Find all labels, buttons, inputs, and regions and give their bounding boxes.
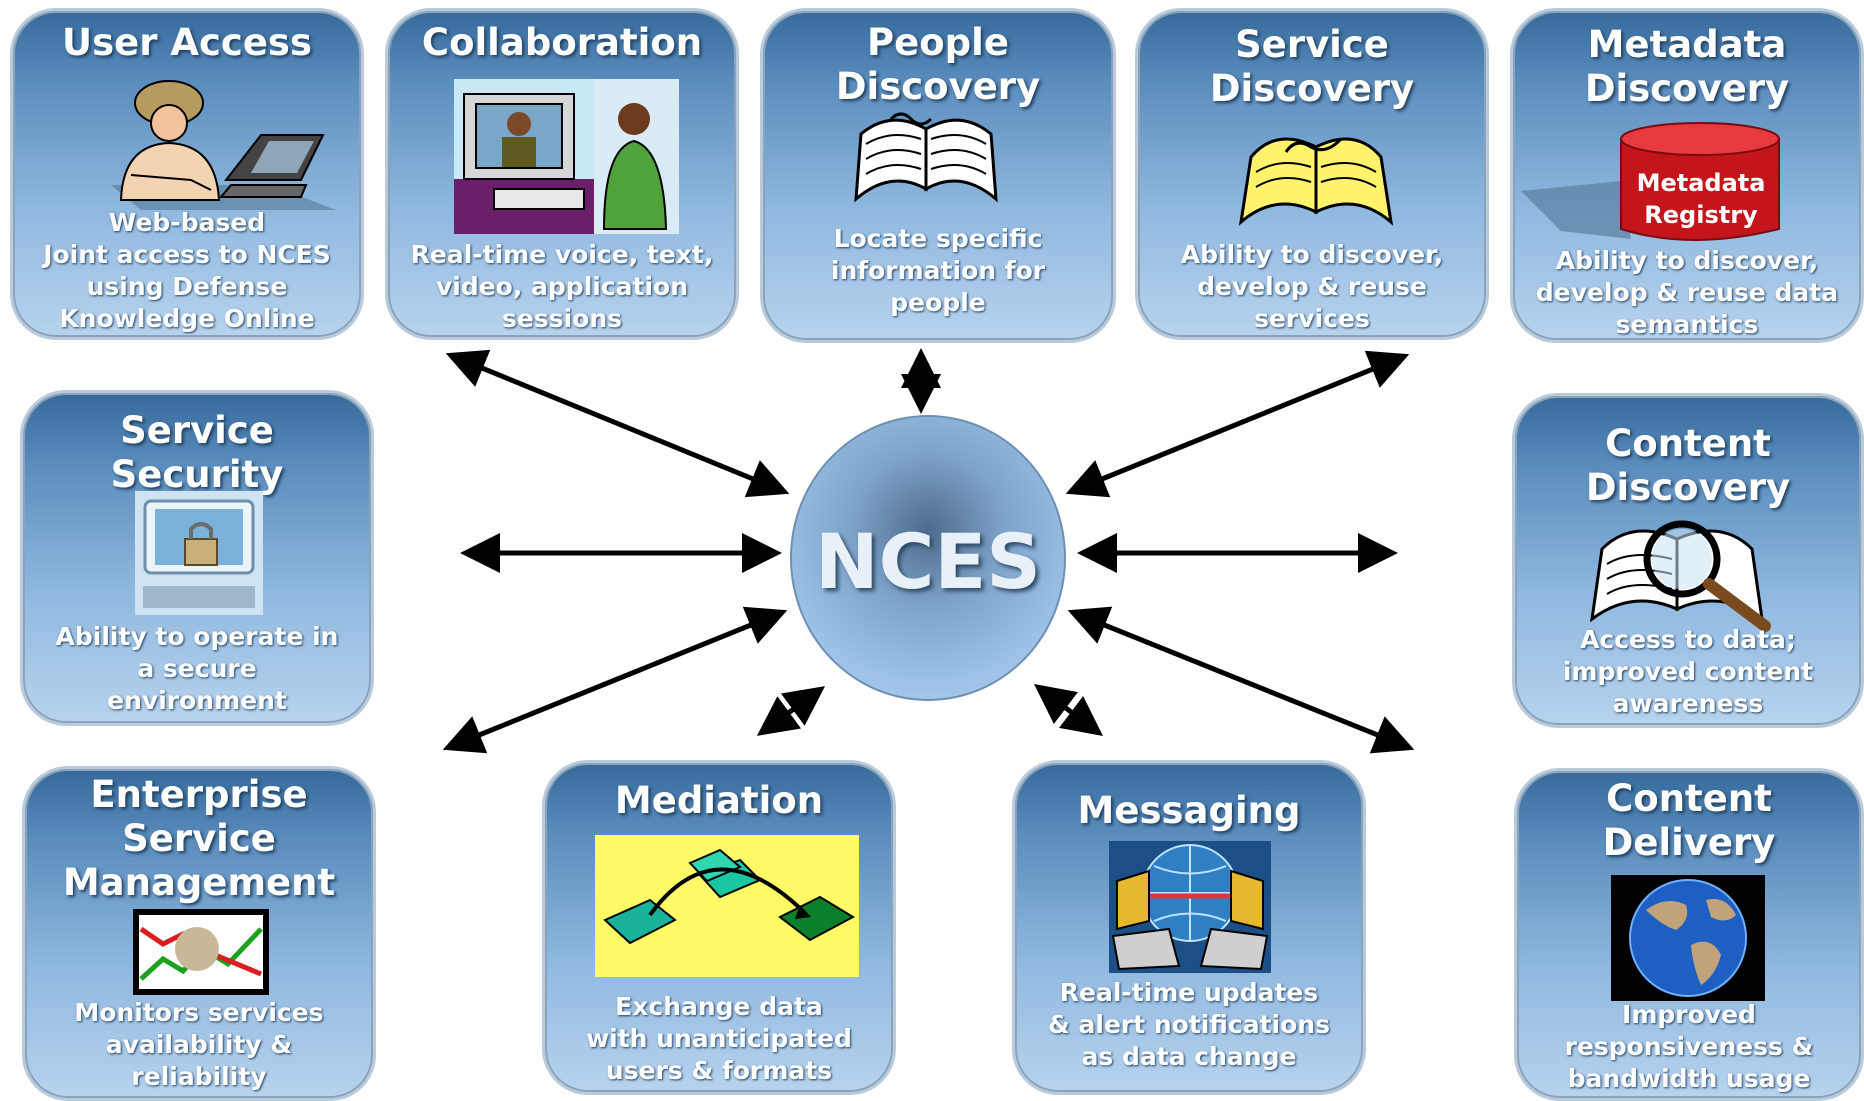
box-title: Collaboration [421, 21, 703, 64]
globe-icon [1611, 875, 1765, 1001]
box-title: Content Discovery [1585, 422, 1791, 509]
box-title: Messaging [1077, 789, 1301, 832]
nces-hub [790, 415, 1066, 701]
box-collaboration: Collaboration Real-time voice, text, vid… [385, 8, 739, 340]
yellow-book-icon [1238, 137, 1394, 226]
soldier-laptop-icon [111, 80, 336, 210]
database-cylinder-icon [1521, 122, 1780, 241]
box-title: Service Security [110, 409, 284, 496]
box-description: Ability to discover, develop & reuse dat… [1535, 246, 1839, 339]
box-description: Monitors services availability & reliabi… [74, 998, 324, 1091]
box-content-delivery: Content Delivery Improved responsiveness… [1514, 768, 1864, 1101]
box-description: Ability to operate in a secure environme… [55, 622, 339, 715]
arrow-service-discovery [1065, 350, 1410, 498]
cylinder-label: Metadata Registry [1636, 169, 1766, 229]
magnifier-book-icon [1590, 520, 1771, 632]
arrow-esm [442, 606, 788, 754]
box-mediation: Mediation Exchange data with unanticipat… [542, 760, 896, 1095]
box-title: Enterprise Service Management [62, 773, 336, 904]
box-title: Metadata Discovery [1584, 23, 1790, 110]
network-computers-icon [1109, 841, 1271, 973]
video-conference-icon [454, 79, 679, 234]
box-title: People Discovery [835, 21, 1041, 108]
monitor-chart-icon [133, 909, 269, 995]
box-description: Access to data; improved content awarene… [1562, 625, 1814, 718]
data-exchange-icon [595, 835, 859, 977]
box-description: Real-time voice, text, video, applicatio… [410, 240, 714, 333]
box-description: Exchange data with unanticipated users &… [586, 992, 852, 1085]
box-messaging: Messaging Real-time updates & alert noti… [1012, 760, 1366, 1095]
box-title: Service Discovery [1209, 23, 1415, 110]
box-metadata-discovery: Metadata Discovery Metadata Registry Abi… [1510, 8, 1864, 343]
box-user-access: User Access Web-based Joint access to NC… [10, 8, 364, 340]
nces-hub-label: NCES [814, 517, 1042, 606]
open-book-icon [854, 112, 998, 203]
box-content-discovery: Content Discovery Access to data; improv… [1512, 393, 1864, 728]
arrow-content-delivery [1067, 606, 1415, 754]
box-description: Ability to discover, develop & reuse ser… [1180, 240, 1444, 333]
box-service-discovery: Service Discovery Ability to discover, d… [1135, 8, 1489, 340]
box-description: Improved responsiveness & bandwidth usag… [1564, 1000, 1814, 1093]
arrow-collaboration [445, 349, 790, 498]
box-enterprise-service-management: Enterprise Service Management Monitors s… [22, 766, 376, 1101]
box-title: Mediation [614, 779, 824, 822]
box-description: Web-based Joint access to NCES using Def… [43, 208, 331, 333]
box-description: Locate specific information for people [830, 224, 1046, 317]
box-title: User Access [62, 21, 312, 64]
box-service-security: Service Security Ability to operate in a… [20, 390, 374, 726]
arrow-messaging [1034, 683, 1103, 737]
box-title: Content Delivery [1602, 777, 1776, 864]
box-description: Real-time updates & alert notifications … [1048, 978, 1330, 1071]
secure-computer-icon [135, 491, 263, 615]
arrow-mediation [756, 686, 826, 736]
box-people-discovery: People Discovery Locate specific informa… [760, 8, 1116, 343]
